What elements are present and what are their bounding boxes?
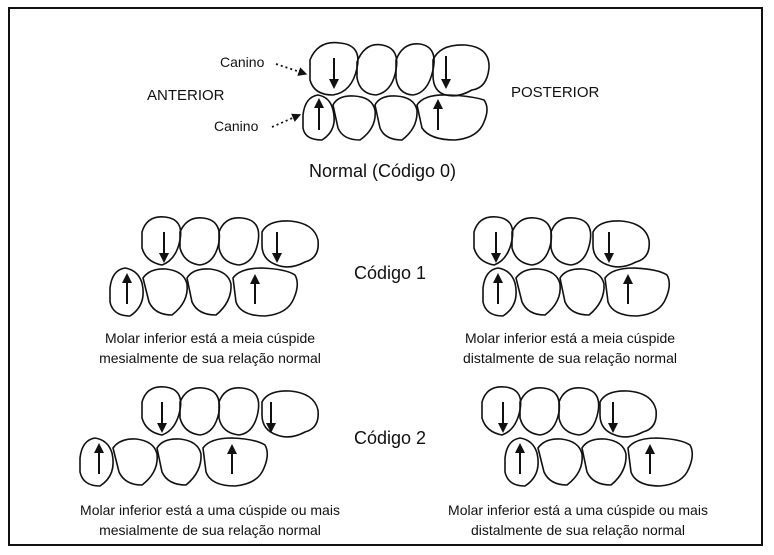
lower-premolar-2-tooth xyxy=(375,96,417,140)
code2-distal-group xyxy=(482,387,692,486)
upper-molar-tooth xyxy=(433,45,489,96)
lower-premolar-1-tooth xyxy=(333,96,375,140)
caption-line: distalmente de sua relação normal xyxy=(430,348,710,368)
upper-premolar-1-tooth xyxy=(357,45,397,95)
caption-line: distalmente de sua relação normal xyxy=(418,520,738,540)
caption-line: Molar inferior está a uma cúspide ou mai… xyxy=(418,500,738,520)
anterior-label: ANTERIOR xyxy=(147,87,225,104)
posterior-label: POSTERIOR xyxy=(511,84,599,101)
normal-occlusion-group xyxy=(272,43,489,140)
normal-code0-title: Normal (Código 0) xyxy=(309,161,456,182)
lower-molar-tooth xyxy=(417,95,487,140)
caption-line: Molar inferior está a meia cúspide xyxy=(430,328,710,348)
code1-label: Código 1 xyxy=(354,263,426,284)
canine-lower-label: Canino xyxy=(214,118,258,134)
caption-line: mesialmente de sua relação normal xyxy=(70,348,350,368)
caption-line: Molar inferior está a uma cúspide ou mai… xyxy=(50,500,370,520)
code1-mesial-group xyxy=(110,217,318,316)
code2-mesial-group xyxy=(80,387,318,486)
code1-distal-group xyxy=(474,217,669,316)
caption-line: Molar inferior está a meia cúspide xyxy=(70,328,350,348)
caption-code1-distal: Molar inferior está a meia cúspide dista… xyxy=(430,328,710,368)
caption-code2-distal: Molar inferior está a uma cúspide ou mai… xyxy=(418,500,738,540)
caption-code2-mesial: Molar inferior está a uma cúspide ou mai… xyxy=(50,500,370,540)
caption-line: mesialmente de sua relação normal xyxy=(50,520,370,540)
canine-upper-pointer xyxy=(276,64,303,73)
upper-premolar-2-tooth xyxy=(396,44,434,95)
canine-lower-pointer xyxy=(272,116,297,127)
code2-label: Código 2 xyxy=(354,428,426,449)
canine-upper-label: Canino xyxy=(220,54,264,70)
caption-code1-mesial: Molar inferior está a meia cúspide mesia… xyxy=(70,328,350,368)
